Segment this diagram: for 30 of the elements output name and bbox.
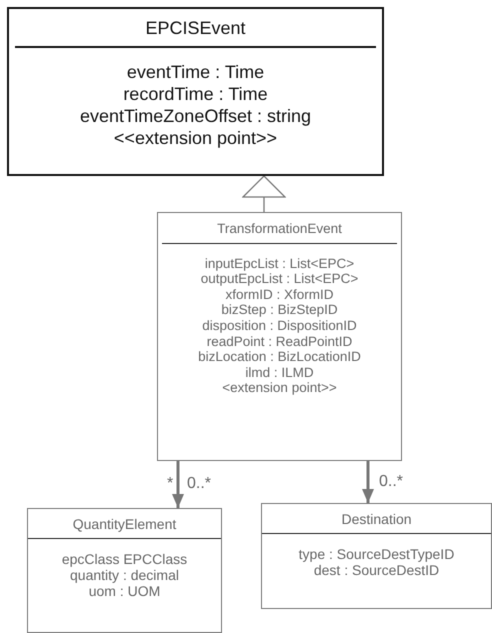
class-name: EPCISEvent xyxy=(145,17,246,40)
attribute: uom : UOM xyxy=(88,583,160,599)
attribute: dest : SourceDestID xyxy=(314,562,440,578)
attribute: xformID : XformID xyxy=(225,286,334,302)
attribute: <<extension point>> xyxy=(114,126,278,148)
attribute: eventTime : Time xyxy=(126,60,264,82)
attribute: ilmd : ILMD xyxy=(245,364,314,380)
attribute: type : SourceDestTypeID xyxy=(298,546,454,562)
attribute: bizStep : BizStepID xyxy=(221,302,338,318)
class-name: TransformationEvent xyxy=(217,221,342,238)
attribute: recordTime : Time xyxy=(123,82,268,104)
class-box xyxy=(27,508,222,633)
class-name: Destination xyxy=(341,511,412,529)
class-box xyxy=(157,212,402,461)
attribute: outputEpcList : List<EPC> xyxy=(200,271,358,287)
multiplicity-label: * xyxy=(166,476,174,492)
attribute: <extension point>> xyxy=(222,380,337,396)
class-box xyxy=(261,503,492,609)
association-arrow xyxy=(172,461,184,508)
attribute: eventTimeZoneOffset : string xyxy=(80,104,312,126)
attribute: bizLocation : BizLocationID xyxy=(198,349,361,365)
class-box xyxy=(7,7,384,176)
attribute: quantity : decimal xyxy=(70,567,179,583)
attribute: readPoint : ReadPointID xyxy=(206,334,352,350)
attribute: disposition : DispositionID xyxy=(202,318,357,334)
generalization-arrow xyxy=(242,175,286,212)
association-arrow xyxy=(362,461,374,503)
attribute: inputEpcList : List<EPC> xyxy=(204,256,354,272)
attribute: epcClass EPCClass xyxy=(62,551,188,567)
class-name: QuantityElement xyxy=(72,516,176,534)
